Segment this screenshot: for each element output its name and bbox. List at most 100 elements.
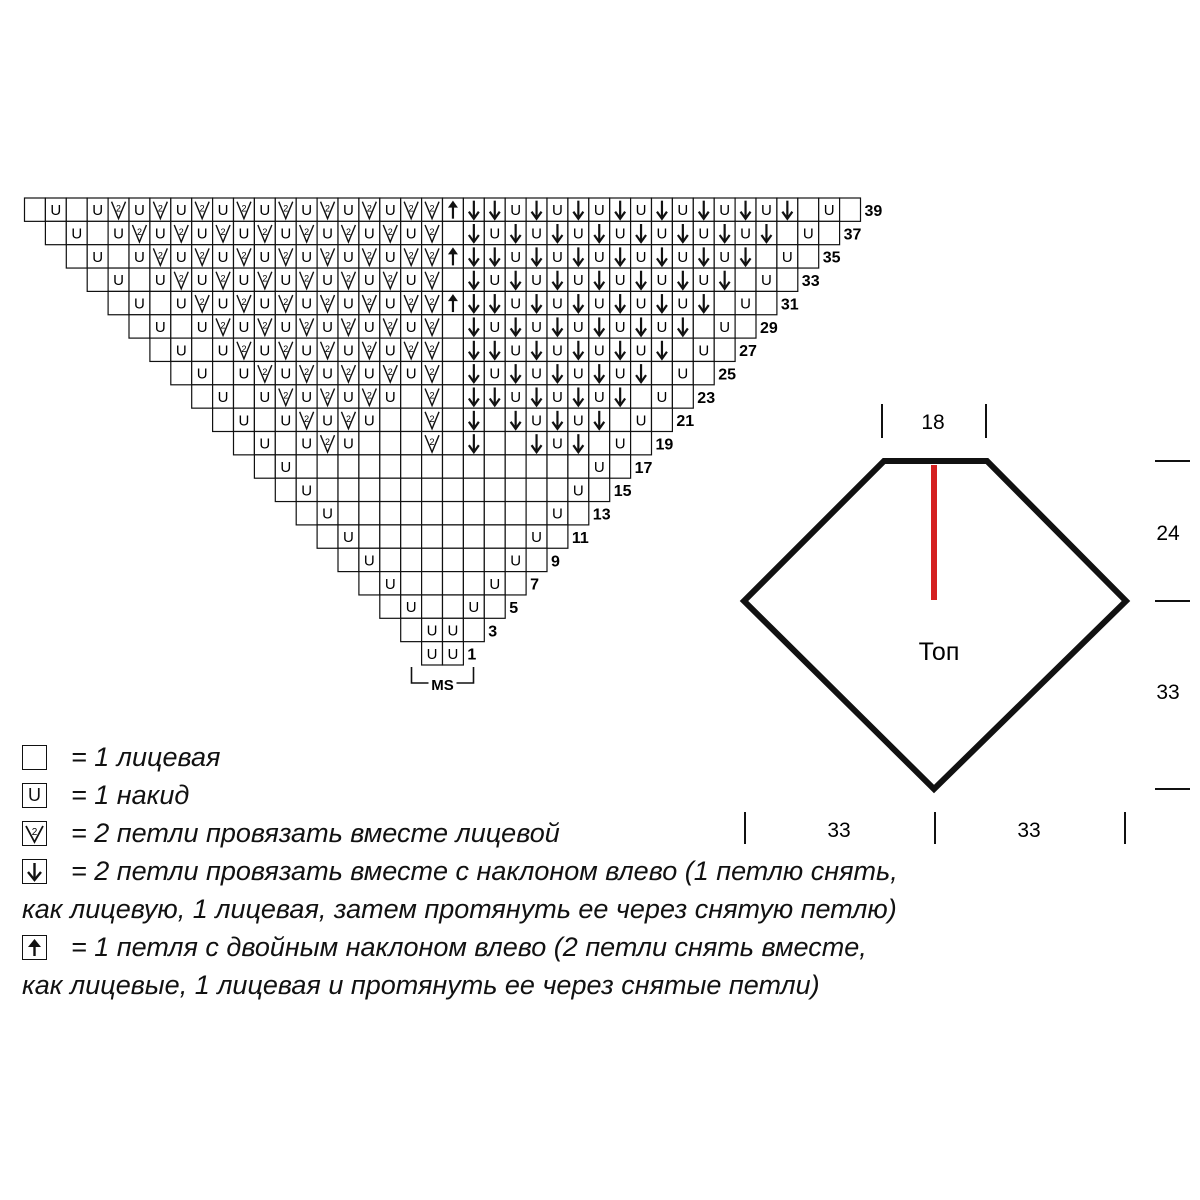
row-number-label: 35 (823, 250, 841, 267)
yarn-over-stitch: U (176, 342, 187, 359)
ssk-arrow-down-stitch (739, 200, 752, 221)
svg-text:2: 2 (367, 204, 372, 214)
stitch-cell (107, 290, 130, 316)
stitch-cell (23, 197, 46, 222)
ssk-arrow-down-stitch (509, 317, 522, 338)
yarn-over-stitch: U (343, 529, 354, 546)
double-decrease-arrow-up-stitch (447, 294, 458, 313)
yarn-over-stitch: U (280, 272, 291, 289)
svg-text:2: 2 (430, 437, 435, 447)
yarn-over-stitch: U (406, 226, 417, 243)
double-decrease-arrow-up-stitch (447, 200, 458, 219)
stitch-cell (462, 524, 485, 549)
row-number-label: 23 (697, 390, 715, 407)
k2tog-stitch: 2 (257, 318, 273, 338)
ssk-arrow-down-stitch (781, 200, 794, 221)
yarn-over-stitch: U (573, 226, 584, 243)
k2tog-stitch: 2 (403, 201, 419, 221)
k2tog-stitch: 2 (424, 318, 440, 338)
yarn-over-stitch: U (636, 412, 647, 429)
ssk-arrow-down-stitch (656, 247, 668, 268)
row-number-label: 27 (739, 343, 757, 360)
yarn-over-stitch: U (489, 319, 500, 336)
stitch-cell (483, 407, 506, 433)
stitch-cell (400, 384, 423, 409)
yarn-over-stitch: U (719, 202, 730, 219)
yarn-over-stitch: U (322, 272, 333, 289)
yarn-over-stitch: U (280, 459, 291, 476)
yarn-over-stitch: U (259, 296, 270, 313)
ssk-arrow-down-stitch (697, 294, 710, 314)
yarn-over-stitch: U (489, 576, 500, 593)
yarn-over-stitch: U (113, 272, 124, 289)
stitch-cell (149, 337, 172, 363)
row-number-label: 21 (676, 413, 694, 430)
svg-text:2: 2 (325, 344, 330, 354)
legend-item-ssk-cont: как лицевую, 1 лицевая, затем протянуть … (22, 890, 902, 928)
yarn-over-stitch: U (385, 389, 396, 406)
svg-text:2: 2 (430, 344, 435, 354)
k2tog-stitch: 2 (299, 224, 315, 244)
stitch-cell (441, 477, 464, 503)
yarn-over-stitch: U (615, 272, 626, 289)
stitch-cell (107, 244, 130, 269)
k2tog-stitch: 2 (424, 248, 440, 268)
yarn-over-stitch: U (427, 622, 438, 639)
row-number-label: 15 (614, 483, 632, 500)
yarn-over-stitch: U (677, 366, 688, 383)
k2tog-stitch: 2 (340, 411, 357, 431)
yarn-over-stitch: U (636, 296, 647, 313)
stitch-cell (504, 477, 527, 503)
ssk-arrow-down-stitch (676, 270, 689, 291)
row-number-label: 7 (530, 577, 539, 594)
k2tog-stitch: 2 (424, 364, 440, 384)
stitch-cell (462, 477, 485, 503)
svg-text:2: 2 (346, 414, 351, 424)
yarn-over-stitch: U (301, 482, 312, 499)
stitch-cell (421, 547, 444, 573)
ssk-arrow-down-stitch (530, 294, 543, 314)
yarn-over-stitch: U (385, 576, 396, 593)
k2tog-stitch: 2 (361, 341, 377, 361)
svg-text:2: 2 (262, 367, 267, 377)
ssk-arrow-down-stitch (551, 364, 564, 385)
row-number-label: 29 (760, 320, 778, 337)
stitch-cell (525, 547, 548, 573)
stitch-cell (504, 570, 527, 596)
yarn-over-stitch: U (531, 366, 542, 383)
svg-text:2: 2 (430, 367, 435, 377)
svg-text:2: 2 (262, 274, 267, 284)
stitch-cell (734, 314, 757, 339)
svg-text:2: 2 (430, 204, 435, 214)
stitch-cell (483, 454, 506, 479)
ssk-arrow-down-stitch (656, 340, 668, 361)
yarn-over-stitch: U (364, 366, 375, 383)
svg-text:2: 2 (409, 250, 414, 260)
k2tog-stitch: 2 (152, 248, 168, 268)
stitch-cell (818, 220, 841, 246)
stitch-cell (149, 290, 172, 316)
svg-text:2: 2 (409, 204, 414, 214)
row-number-label: 25 (718, 366, 736, 383)
svg-text:2: 2 (346, 274, 351, 284)
svg-text:2: 2 (304, 320, 309, 330)
k2tog-stitch: 2 (340, 318, 357, 338)
stitch-cell (358, 477, 381, 503)
svg-text:2: 2 (116, 204, 121, 214)
legend-ssk-text-2: как лицевую, 1 лицевая, затем протянуть … (22, 894, 897, 924)
yarn-over-stitch: U (322, 226, 333, 243)
yarn-over-stitch: U (698, 226, 709, 243)
yarn-over-stitch: U (531, 319, 542, 336)
stitch-cell (504, 430, 527, 456)
double-decrease-arrow-up-stitch (447, 247, 458, 266)
yarn-over-stitch: U (573, 272, 584, 289)
yarn-over-stitch: U (531, 529, 542, 546)
legend-ssk-text-1: = 2 петли провязать вместе с наклоном вл… (71, 856, 898, 886)
stitch-cell (776, 220, 799, 246)
yarn-over-stitch: U (259, 249, 270, 266)
yarn-over-stitch: U (155, 272, 166, 289)
svg-text:2: 2 (430, 414, 435, 424)
